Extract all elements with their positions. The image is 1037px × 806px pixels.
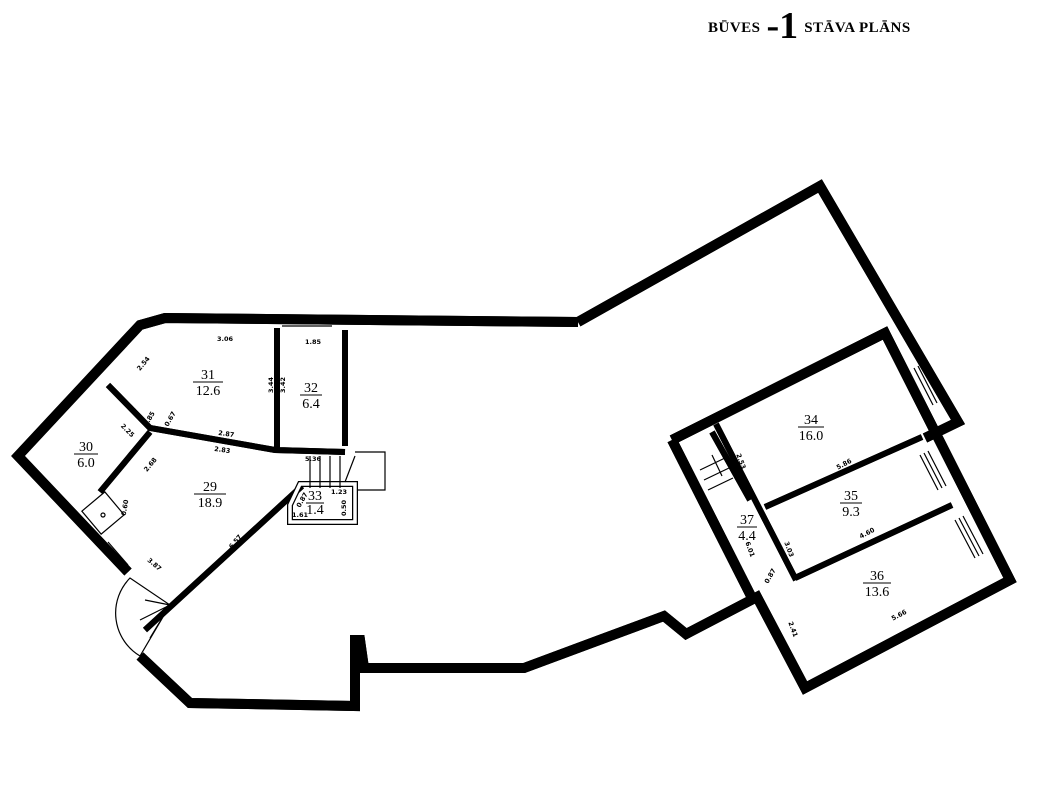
window-icon bbox=[103, 541, 129, 569]
svg-text:16.0: 16.0 bbox=[799, 429, 824, 444]
svg-text:18.9: 18.9 bbox=[198, 496, 223, 511]
dimension: 2.41 bbox=[786, 620, 799, 638]
svg-text:9.3: 9.3 bbox=[842, 505, 860, 520]
room-37: 374.4 bbox=[737, 513, 757, 544]
svg-text:35: 35 bbox=[844, 489, 858, 504]
dimension: 5.66 bbox=[890, 608, 908, 623]
dimension: 1.85 bbox=[305, 338, 322, 346]
windows bbox=[103, 317, 984, 569]
dimension: 2.25 bbox=[119, 422, 136, 439]
title-prefix: BŪVES bbox=[708, 20, 761, 36]
stair-icon bbox=[699, 454, 734, 491]
dimension: 1.23 bbox=[331, 488, 347, 496]
stair-nook bbox=[355, 451, 386, 491]
dimension: 3.87 bbox=[146, 556, 163, 572]
room-33: 331.4 bbox=[306, 489, 324, 518]
dimension: 0.67 bbox=[163, 410, 178, 428]
window-icon bbox=[913, 363, 942, 406]
svg-text:34: 34 bbox=[804, 413, 818, 428]
dimension: 0.50 bbox=[340, 500, 348, 517]
dimension: 2.87 bbox=[218, 429, 235, 439]
svg-text:32: 32 bbox=[304, 381, 318, 396]
dimension-labels: 3.06 2.54 1.85 3.44 3.42 1.50 0.85 0.67 … bbox=[28, 335, 908, 639]
room-32: 326.4 bbox=[300, 381, 322, 412]
title-suffix: STĀVA PLĀNS bbox=[804, 20, 911, 36]
svg-text:4.4: 4.4 bbox=[738, 529, 756, 544]
dimension: 2.68 bbox=[142, 456, 159, 474]
dimension: 3.42 bbox=[279, 377, 287, 393]
svg-text:36: 36 bbox=[870, 569, 884, 584]
dimension: 5.36 bbox=[305, 455, 322, 463]
window-icon bbox=[954, 515, 984, 559]
stairs bbox=[115, 454, 734, 657]
svg-text:1.4: 1.4 bbox=[306, 503, 324, 518]
svg-text:6.4: 6.4 bbox=[302, 397, 320, 412]
dimension: 0.87 bbox=[763, 567, 778, 585]
dimension: 3.06 bbox=[217, 335, 234, 343]
dimension: 2.83 bbox=[214, 445, 231, 455]
spiral-stair-icon bbox=[115, 577, 171, 657]
outer-walls bbox=[11, 179, 1017, 712]
stair-icon bbox=[309, 455, 356, 488]
dimension: 1.61 bbox=[292, 511, 309, 519]
svg-text:13.6: 13.6 bbox=[865, 585, 890, 600]
window-icon bbox=[282, 317, 332, 327]
window-icon bbox=[919, 450, 947, 491]
interior-walls bbox=[81, 328, 952, 630]
svg-text:33: 33 bbox=[308, 489, 322, 504]
room-30: 306.0 bbox=[74, 440, 98, 471]
svg-text:30: 30 bbox=[79, 440, 93, 455]
svg-text:31: 31 bbox=[201, 368, 215, 383]
dimension: 3.44 bbox=[267, 377, 275, 394]
dimension: 0.85 bbox=[142, 410, 157, 428]
plan-title: BŪVES -1 STĀVA PLĀNS bbox=[708, 4, 911, 48]
title-level: -1 bbox=[766, 5, 799, 47]
dimension: 0.60 bbox=[120, 499, 131, 517]
shaft bbox=[81, 491, 125, 535]
svg-text:6.0: 6.0 bbox=[77, 456, 95, 471]
dimension: 2.54 bbox=[135, 355, 152, 373]
room-35: 359.3 bbox=[840, 489, 862, 520]
svg-text:29: 29 bbox=[203, 480, 217, 495]
svg-text:37: 37 bbox=[740, 513, 754, 528]
svg-text:12.6: 12.6 bbox=[196, 384, 221, 399]
